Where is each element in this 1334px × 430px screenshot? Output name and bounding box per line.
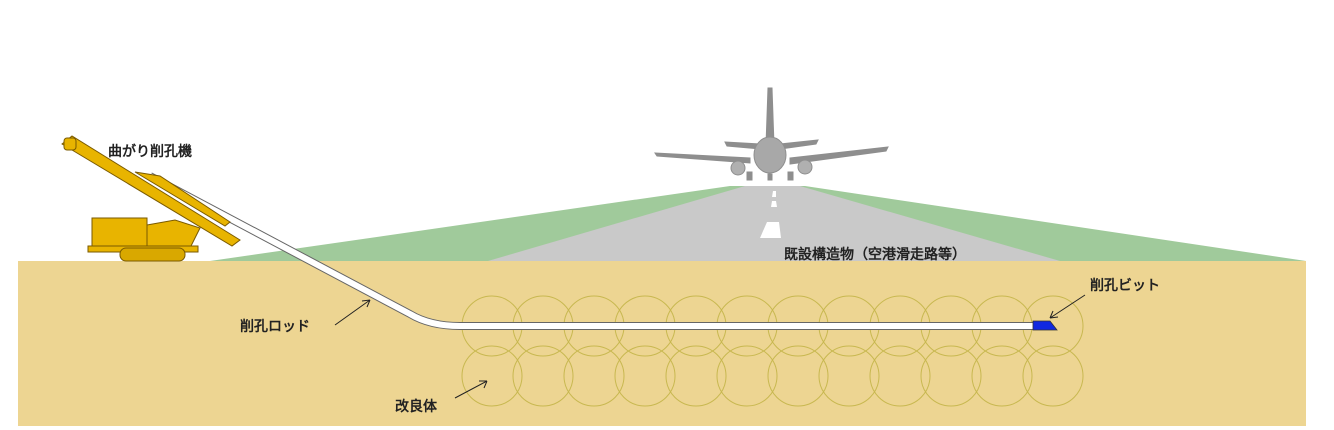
improved-body-circle (869, 345, 931, 407)
improved-body-circle (461, 345, 523, 407)
label-drilling-machine: 曲がり削孔機 (108, 144, 192, 160)
drill-bit-icon (1032, 320, 1058, 331)
drilling-rod (148, 173, 1035, 329)
improved-body-circle (563, 345, 625, 407)
improved-body-circle (818, 345, 880, 407)
improved-body-circle (920, 345, 982, 407)
label-drill-bit: 削孔ビット (1090, 278, 1160, 294)
label-improved-body: 改良体 (395, 399, 437, 415)
leader-arrows (334, 294, 1086, 399)
improved-body-circle (665, 345, 727, 407)
improved-body-circle (716, 345, 778, 407)
ground (18, 261, 1306, 426)
runway-centerline (760, 191, 781, 238)
improved-body-circle (512, 345, 574, 407)
improved-body-circle (971, 345, 1033, 407)
label-existing-structure: 既設構造物（空港滑走路等） (784, 247, 966, 263)
improved-body-circle (1022, 345, 1084, 407)
drilling-machine-icon (61, 135, 241, 262)
improved-body-circle (767, 345, 829, 407)
improved-body-circle (614, 345, 676, 407)
label-drilling-rod: 削孔ロッド (240, 319, 310, 335)
aircraft-icon (654, 87, 889, 181)
